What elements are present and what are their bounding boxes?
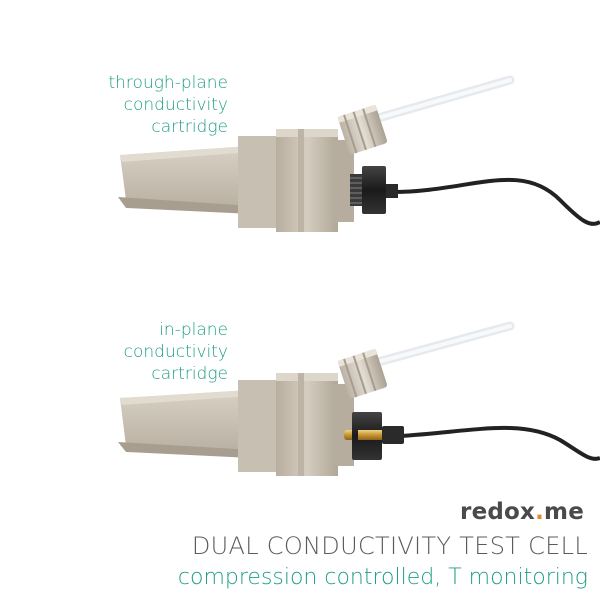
- caption-line: cartridge: [151, 117, 228, 137]
- caption-in-plane: in-plane conductivity cartridge: [124, 319, 228, 385]
- caption-line: conductivity: [123, 342, 228, 362]
- caption-line: through-plane: [108, 73, 228, 93]
- brand-part-2: me: [544, 499, 584, 525]
- caption-line: cartridge: [151, 364, 228, 384]
- caption-through-plane: through-plane conductivity cartridge: [108, 72, 228, 138]
- headline: DUAL CONDUCTIVITY TEST CELL: [191, 532, 588, 560]
- brand-part-1: redox: [460, 499, 536, 525]
- brand-logo: redox.me: [460, 499, 584, 525]
- through-plane-cell: [118, 75, 600, 232]
- brand-dot: .: [535, 499, 545, 525]
- in-plane-cell: [118, 321, 600, 476]
- caption-line: conductivity: [123, 95, 228, 115]
- subline: compression controlled, T monitoring: [177, 565, 588, 590]
- caption-line: in-plane: [159, 320, 228, 340]
